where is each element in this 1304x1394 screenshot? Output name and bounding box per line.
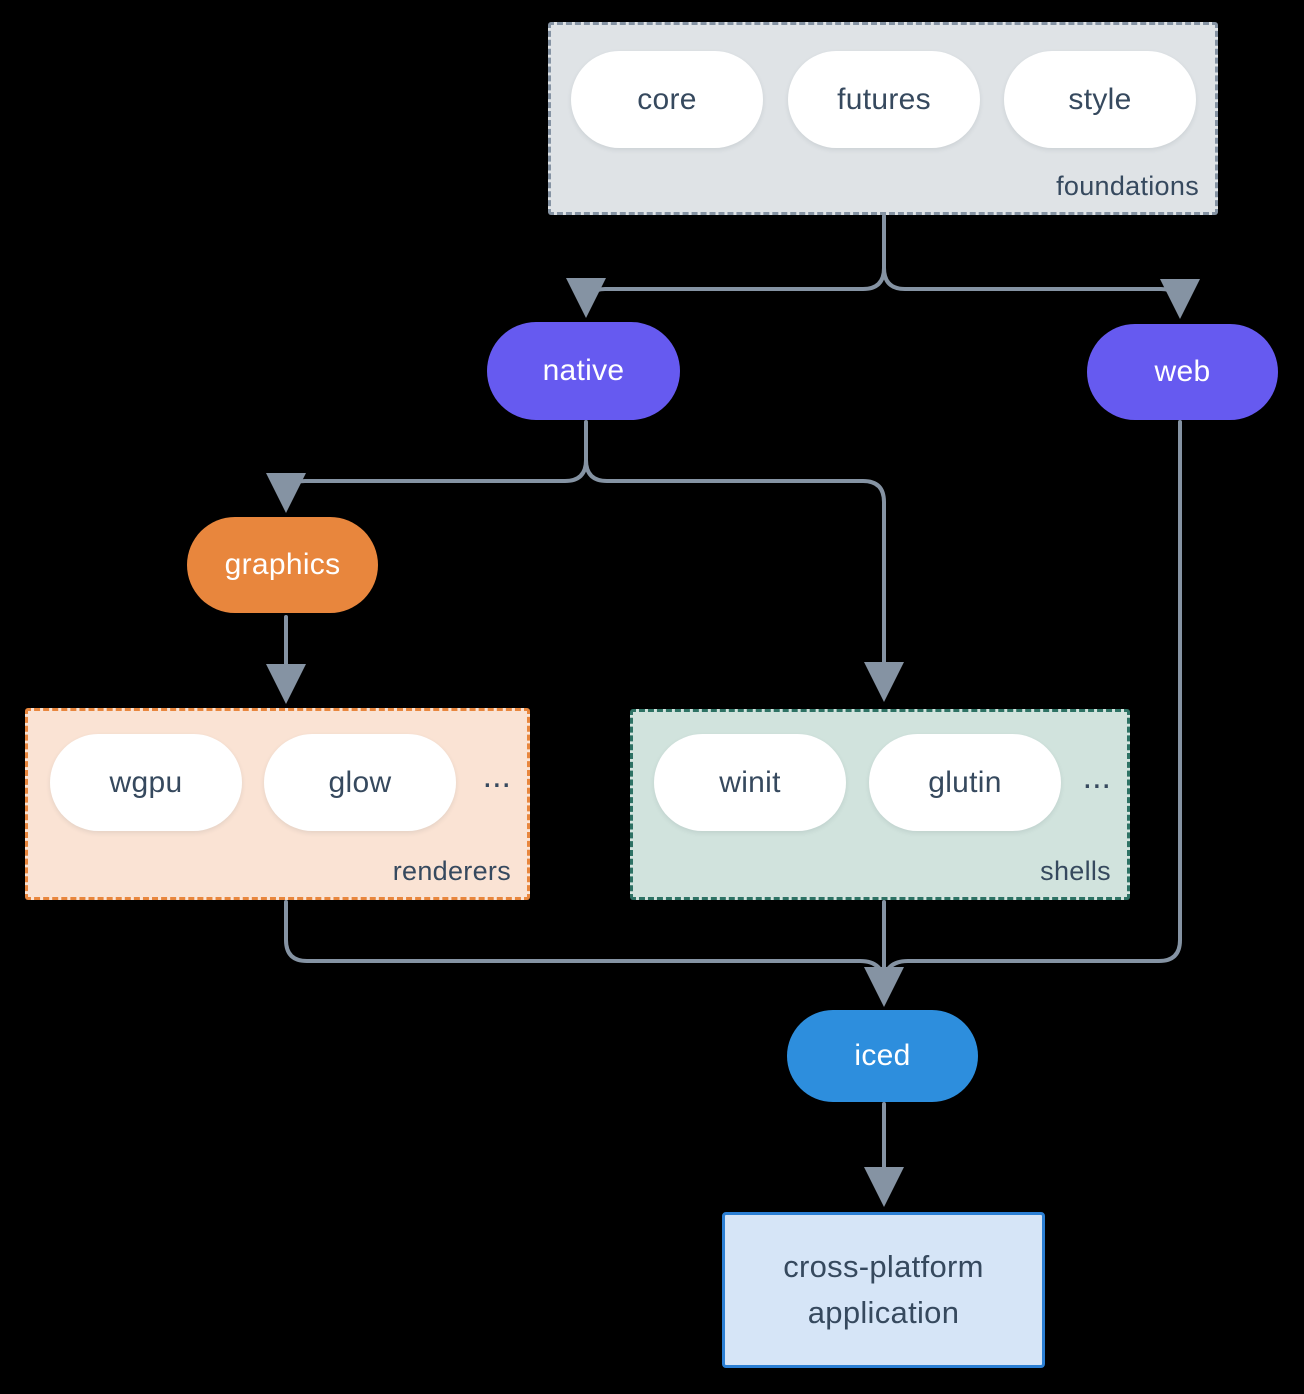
group-foundations: core futures style foundations: [548, 22, 1218, 215]
node-glow: glow: [264, 734, 456, 831]
node-cross-platform-application: cross-platform application: [722, 1212, 1045, 1368]
group-shells-label: shells: [1040, 856, 1111, 886]
app-label-line2: application: [807, 1295, 960, 1330]
node-graphics: graphics: [187, 517, 378, 613]
node-native: native: [487, 322, 680, 420]
renderers-ellipsis: ...: [482, 757, 511, 795]
node-style: style: [1004, 51, 1196, 148]
node-core: core: [571, 51, 763, 148]
group-foundations-label: foundations: [1056, 171, 1199, 201]
node-web: web: [1087, 324, 1278, 420]
node-futures: futures: [788, 51, 980, 148]
node-glutin: glutin: [869, 734, 1061, 831]
group-shells: winit glutin ... shells: [630, 709, 1130, 900]
node-iced: iced: [787, 1010, 978, 1102]
group-renderers: wgpu glow ... renderers: [25, 708, 530, 900]
node-wgpu: wgpu: [50, 734, 242, 831]
group-renderers-label: renderers: [392, 856, 511, 886]
app-label-line1: cross-platform: [783, 1248, 984, 1284]
shells-ellipsis: ...: [1082, 758, 1111, 796]
node-winit: winit: [654, 734, 846, 831]
